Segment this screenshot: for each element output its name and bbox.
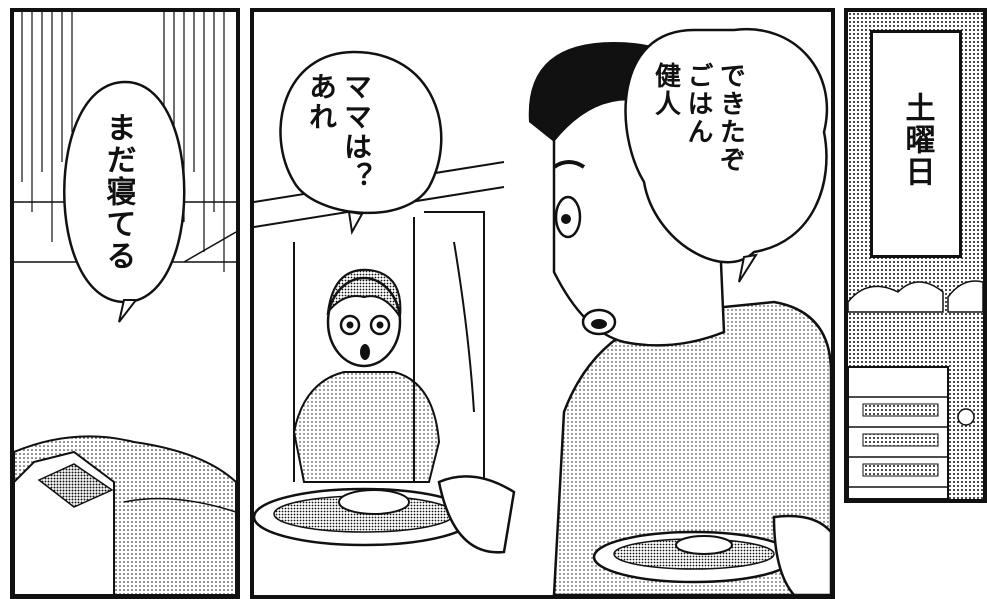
breakfast-scene <box>254 27 831 595</box>
bedroom-scene <box>14 12 236 595</box>
plate-left <box>254 487 476 547</box>
child-speech-line-1: あれ <box>305 72 338 132</box>
child-speech-line-2: ママは？ <box>340 72 373 192</box>
child-speech-bubble <box>279 50 443 215</box>
speed-lines <box>21 12 225 272</box>
father-speech-line-2: ごはん <box>683 62 713 146</box>
panel-middle: ママは？あれ できたぞごはん健人 <box>250 8 835 599</box>
panel-left: まだ寝てる <box>10 8 240 599</box>
clouds <box>848 280 983 313</box>
father-speech-text: できたぞごはん健人 <box>649 62 747 174</box>
child-speech-text: ママは？あれ <box>304 72 374 192</box>
father-speech-line-1: 健人 <box>650 62 681 118</box>
panel-right: 土曜日 <box>844 8 987 503</box>
speech-text-still-sleeping: まだ寝てる <box>100 112 136 272</box>
apartment-building <box>848 366 949 499</box>
caption-saturday: 土曜日 <box>899 92 935 188</box>
bed-with-blanket <box>14 435 236 595</box>
child-kento <box>292 268 441 483</box>
tree <box>957 408 975 426</box>
plate-right <box>592 530 796 584</box>
caption-box <box>870 30 962 258</box>
father-speech-line-3: できたぞ <box>715 62 746 174</box>
father-speech-bubble <box>624 27 829 264</box>
